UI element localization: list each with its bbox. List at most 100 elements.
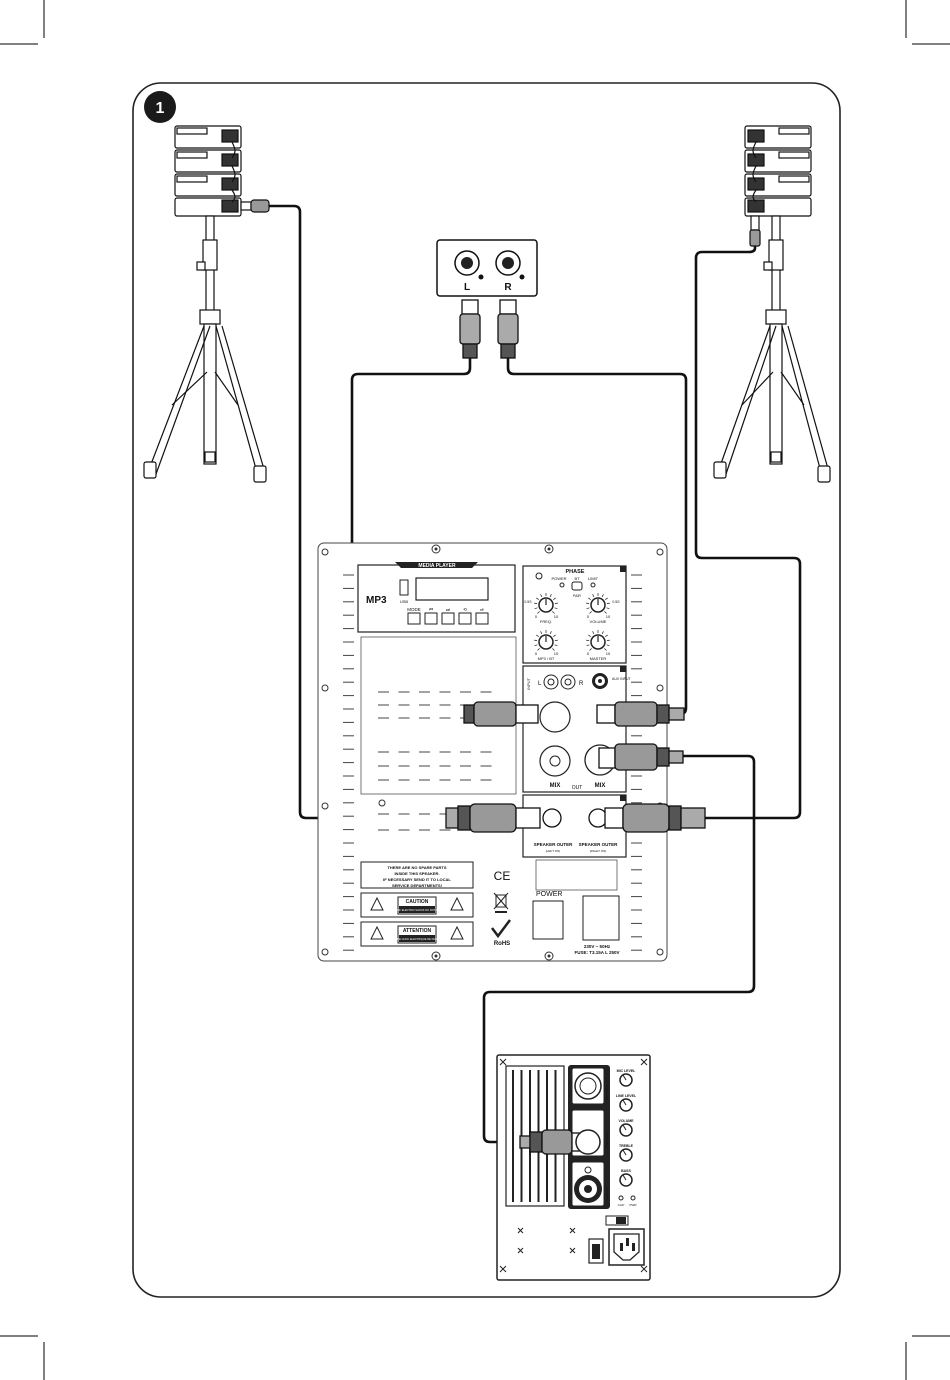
svg-text:0: 0: [587, 651, 590, 656]
svg-text:MODE: MODE: [407, 607, 421, 612]
power-switch: [532, 900, 564, 940]
weee-bin-icon: [493, 892, 509, 913]
rohs-check-icon: [491, 919, 511, 939]
svg-text:⏮: ⏮: [429, 607, 433, 612]
led-clip: CLIP: [618, 1203, 625, 1207]
left-speaker-array: [174, 125, 242, 217]
attention-title: ATTENTION: [403, 928, 432, 934]
power-inlet: [582, 895, 620, 941]
svg-text:⟲: ⟲: [463, 607, 468, 612]
speakon-plug-left: [445, 803, 562, 833]
fuse-label: FUSE: T3.15A L 250V: [574, 950, 619, 955]
sub-side-label-out: LINE OUT: [605, 1186, 609, 1200]
svg-text:⏯: ⏯: [480, 607, 484, 612]
svg-text:⏭: ⏭: [446, 607, 450, 612]
svg-text:FREQ.: FREQ.: [540, 619, 552, 624]
rating-label: 230V ~ 50Hz: [584, 944, 611, 949]
svg-text:0: 0: [587, 614, 590, 619]
media-player-title: MEDIA PLAYER: [418, 563, 456, 569]
heatsink-fin: [512, 1070, 514, 1202]
media-player-display: [415, 577, 489, 601]
xlr-plug-input-left: [463, 701, 539, 727]
phase-knob[interactable]: MP3 / BT0 10: [534, 630, 559, 661]
warning-line-1: THERE ARE NO SPARE PARTS: [387, 865, 446, 870]
svg-text:10: 10: [554, 614, 559, 619]
attention-sub: RISQUE DE CHOC ELECTRIQUE NE PAS OUVRIR: [387, 937, 448, 941]
right-speaker-cable-plug: [749, 215, 761, 247]
xlr-wall-plate: L R: [436, 239, 538, 297]
svg-text:BASS: BASS: [621, 1169, 631, 1173]
warning-line-3: IF NECESSARY SEND IT TO LOCAL: [383, 877, 451, 882]
aux-input-label: AUX INPUT: [612, 677, 632, 681]
led-pwr: PWR: [630, 1203, 638, 1207]
left-tripod-stand: [143, 215, 267, 483]
media-button[interactable]: ⏯: [475, 607, 489, 625]
phase-knob[interactable]: FREQ.0 10 0.5S: [524, 593, 559, 624]
xlr-plug-mix-out: [584, 743, 684, 776]
ce-mark: CE: [494, 869, 511, 883]
phase-title: PHASE: [566, 569, 585, 575]
subwoofer-amp-panel: MIC INPUT LINE INPUT LINE OUT MIC LEVEL L…: [496, 1054, 651, 1281]
input-l-label: L: [538, 681, 542, 687]
speaker-out-right-label: SPEAKER OUTER: [579, 842, 619, 847]
indicator-bt: BT: [574, 576, 580, 581]
cable-mix-to-subwoofer: [482, 754, 756, 1144]
rohs-mark: RoHS: [494, 941, 510, 947]
wall-plate-left-label: L: [464, 282, 470, 293]
sub-side-label-mic: MIC INPUT: [605, 1085, 609, 1101]
speaker-out-left-sub: (LEFT ON): [546, 849, 561, 853]
step-badge: [144, 91, 176, 123]
xlr-plug-subwoofer: [519, 1129, 601, 1155]
out-label: OUT: [572, 785, 583, 791]
right-tripod-stand: [713, 215, 831, 483]
warning-line-4: SERVICE DEPARTMENTS!: [392, 883, 442, 888]
sub-knob[interactable]: LINE LEVEL: [616, 1094, 637, 1112]
svg-text:MP3 / BT: MP3 / BT: [538, 656, 555, 661]
indicator-limit: LIMIT: [588, 576, 599, 581]
right-speaker-array: [744, 125, 812, 217]
indicator-power: POWER: [551, 576, 566, 581]
input-label: INPUT: [526, 677, 531, 690]
step-number: 1: [156, 100, 165, 117]
sub-knob[interactable]: TREBLE: [619, 1144, 634, 1162]
sub-side-label-line: LINE INPUT: [605, 1131, 609, 1148]
svg-text:10: 10: [554, 651, 559, 656]
media-button[interactable]: ⟲: [458, 607, 472, 625]
cable-right-speaker: [694, 246, 802, 820]
svg-text:0: 0: [535, 651, 538, 656]
power-label: POWER: [536, 891, 562, 898]
speaker-out-right-sub: (RIGHT ON): [590, 849, 607, 853]
caution-title: CAUTION: [406, 899, 429, 905]
svg-text:0: 0: [535, 614, 538, 619]
svg-text:0.5S: 0.5S: [612, 600, 620, 604]
wall-plate-right-label: R: [504, 282, 512, 293]
svg-text:MASTER: MASTER: [590, 656, 607, 661]
sub-knob[interactable]: MIC LEVEL: [617, 1069, 637, 1087]
svg-text:0.5S: 0.5S: [524, 600, 532, 604]
sub-knob[interactable]: VOLUME: [619, 1119, 635, 1137]
media-button[interactable]: ⏭: [441, 607, 455, 625]
xlr-plug-input-right: [596, 701, 685, 727]
svg-text:VOLUME: VOLUME: [590, 619, 607, 624]
speaker-out-left-label: SPEAKER OUTER: [534, 842, 574, 847]
warning-line-2: INSIDE THIS SPEAKER.: [394, 871, 439, 876]
cable-left-speaker: [269, 204, 446, 820]
sub-knob[interactable]: BASS: [619, 1169, 633, 1187]
caution-sub: RISK OF ELECTRIC SHOCK DO NOT OPEN: [391, 908, 444, 912]
media-button[interactable]: MODE: [407, 607, 421, 625]
mix-left-label: MIX: [550, 783, 561, 789]
left-speaker-cable-plug: [240, 199, 270, 213]
mp3-badge: MP3: [366, 595, 387, 606]
media-button[interactable]: ⏮: [424, 607, 438, 625]
usb-label: USB: [400, 599, 409, 604]
svg-text:LINE LEVEL: LINE LEVEL: [616, 1094, 637, 1098]
input-r-label: R: [579, 681, 584, 687]
svg-text:MIC LEVEL: MIC LEVEL: [617, 1069, 637, 1073]
pair-label: PAIR: [573, 594, 581, 598]
svg-text:10: 10: [606, 614, 611, 619]
svg-text:TREBLE: TREBLE: [619, 1144, 634, 1148]
